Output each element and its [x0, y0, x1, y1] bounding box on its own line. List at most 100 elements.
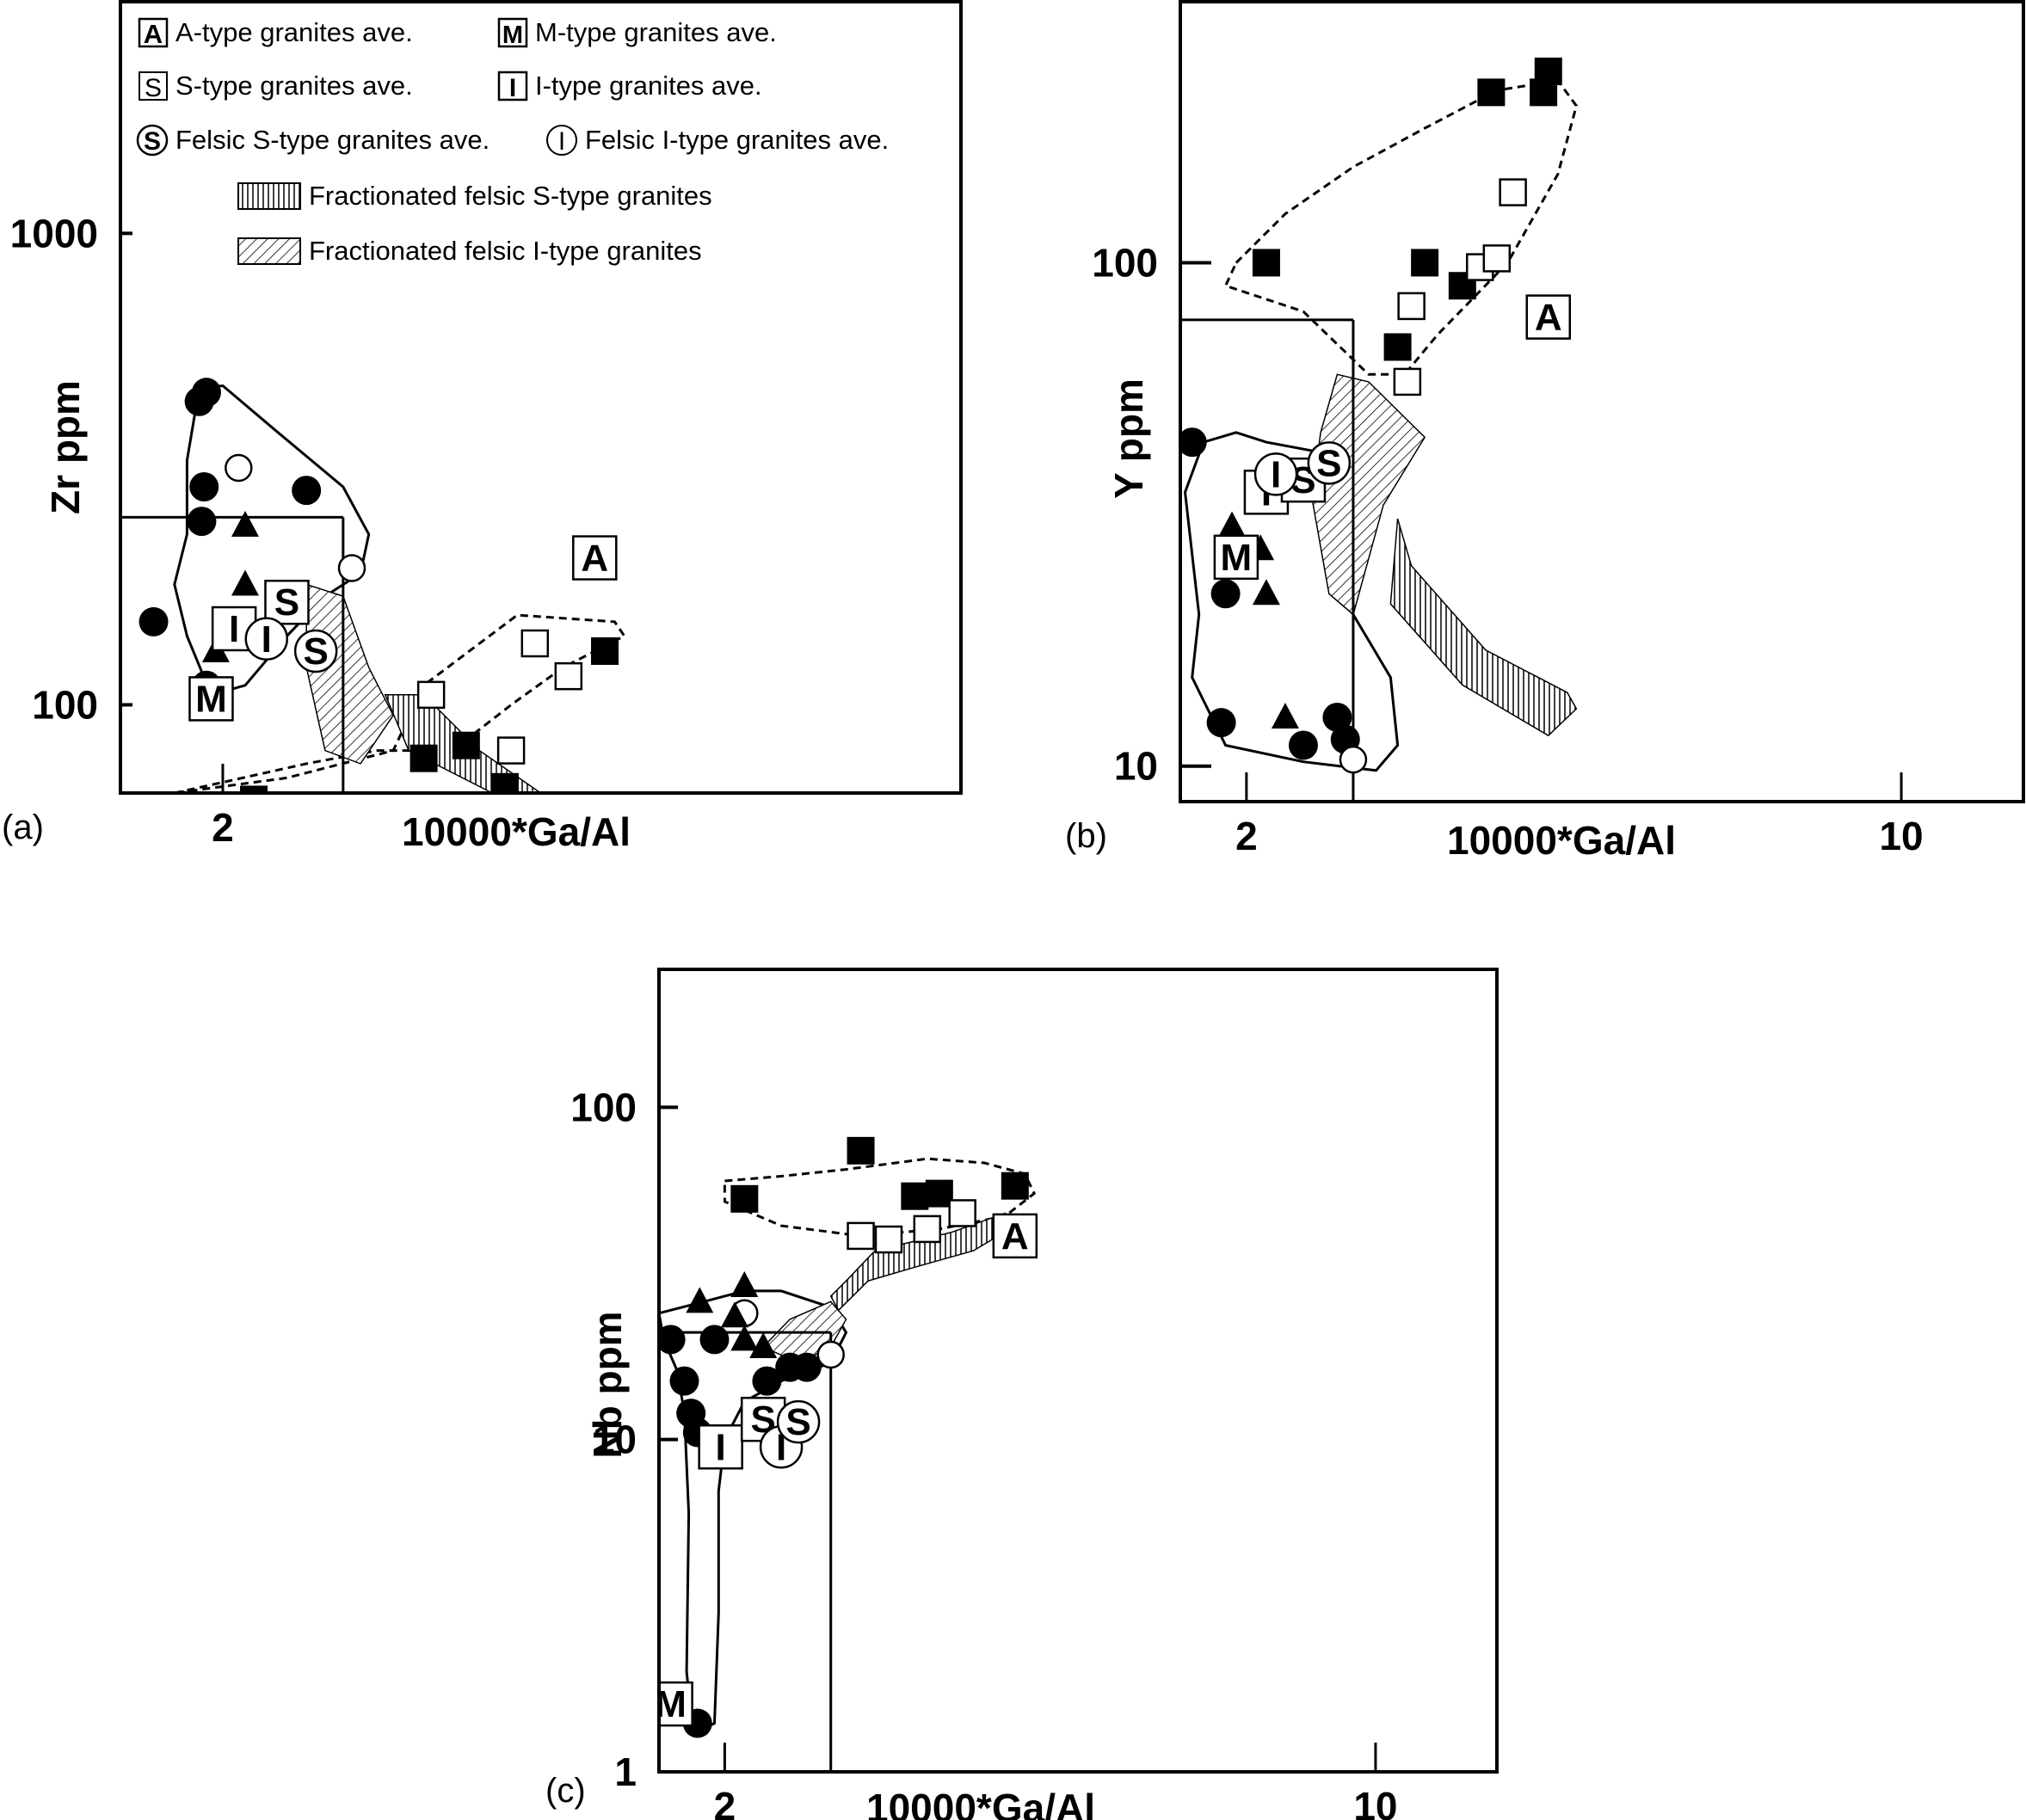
- y-tick-label: 10: [1114, 744, 1158, 789]
- data-point-open-square: [1482, 244, 1512, 273]
- y-axis-label: Zr ppm: [43, 380, 88, 514]
- data-point-filled-circle: [1288, 730, 1318, 760]
- average-label-text: M: [1221, 537, 1253, 579]
- average-label-text: S: [274, 581, 299, 624]
- average-label-box: [659, 1681, 693, 1727]
- average-label-circle: [244, 617, 289, 661]
- data-point-open-circle: [816, 1340, 845, 1369]
- average-label-box: [188, 676, 234, 722]
- plot-frame: [1179, 0, 2025, 803]
- svg-text:A: A: [144, 19, 163, 48]
- x-tick-label: 2: [714, 1784, 736, 1820]
- data-point-filled-triangle: [686, 1287, 714, 1313]
- data-point-filled-square: [1477, 78, 1506, 107]
- average-label-text: I: [262, 618, 272, 661]
- felsic-s-glyph-icon: S: [136, 124, 169, 157]
- legend-item-frac-s: Fractionated felsic S-type granites: [237, 181, 712, 212]
- svg-text:I: I: [558, 127, 565, 156]
- x-tick-label: 2: [212, 805, 234, 850]
- x-tick-label: 10: [1879, 814, 1923, 858]
- data-point-filled-circle: [1210, 579, 1241, 609]
- average-label-text: I: [229, 608, 239, 650]
- data-point-filled-circle: [189, 472, 219, 502]
- average-label-text: A: [1535, 297, 1562, 339]
- legend-item-m-type: M M-type granites ave.: [497, 17, 777, 48]
- average-label-text: I: [716, 1426, 726, 1468]
- data-point-open-square: [1397, 292, 1426, 321]
- region-diag: [305, 583, 394, 765]
- data-point-filled-triangle: [730, 1271, 759, 1298]
- data-point-filled-circle: [187, 507, 217, 537]
- average-label-box: [1213, 534, 1259, 581]
- data-point-filled-triangle: [1218, 511, 1247, 538]
- data-point-open-square: [496, 736, 526, 765]
- data-point-filled-circle: [139, 606, 169, 636]
- data-point-filled-circle: [1206, 708, 1236, 738]
- data-point-filled-circle: [1180, 427, 1207, 458]
- x-tick-label: 10: [1353, 1784, 1397, 1820]
- average-label-text: A: [581, 538, 608, 580]
- region-dashed: [723, 1157, 1037, 1238]
- chart-y-vs-ga-al: AMISIS1010021010000*Ga/AlY ppm: [1092, 0, 2025, 863]
- average-label-circle: [1253, 452, 1298, 496]
- data-point-filled-triangle: [721, 1301, 749, 1328]
- legend-item-s-type: S S-type granites ave.: [138, 71, 413, 101]
- data-point-open-square: [520, 629, 550, 658]
- data-point-filled-circle: [292, 476, 322, 506]
- data-point-filled-circle: [791, 1352, 822, 1382]
- vertical-hatch-swatch-icon: [237, 182, 301, 210]
- x-axis-label: 10000*Ga/Al: [402, 809, 631, 854]
- average-label-text: S: [785, 1401, 810, 1443]
- average-label-circle: [1307, 441, 1352, 485]
- data-point-filled-circle: [752, 1366, 782, 1396]
- svg-text:M: M: [502, 22, 523, 48]
- y-axis-label: Nb ppm: [585, 1311, 630, 1458]
- data-point-open-square: [874, 1225, 903, 1254]
- data-point-filled-circle: [659, 1325, 686, 1355]
- data-point-filled-square: [1001, 1171, 1029, 1200]
- y-tick-label: 10: [593, 1417, 637, 1462]
- y-tick-label: 1: [614, 1749, 637, 1794]
- data-point-filled-square: [730, 1184, 759, 1213]
- legend-item-felsic-s: S Felsic S-type granites ave.: [136, 124, 490, 157]
- panel-label-c: (c): [545, 1772, 586, 1810]
- average-label-text: I: [1271, 453, 1281, 495]
- data-point-filled-circle: [699, 1325, 730, 1355]
- legend-label: Fractionated felsic S-type granites: [309, 181, 712, 211]
- average-label-text: M: [195, 678, 227, 720]
- panel-label-b: (b): [1065, 817, 1107, 855]
- region-dashed: [1223, 79, 1579, 376]
- average-label-text: S: [303, 630, 328, 673]
- data-point-filled-triangle: [749, 1331, 778, 1358]
- average-label-text: M: [655, 1683, 687, 1725]
- legend-label: S-type granites ave.: [176, 71, 413, 101]
- data-point-open-circle: [225, 453, 253, 483]
- average-label-circle: [293, 629, 338, 673]
- y-tick-label: 100: [1092, 240, 1158, 285]
- average-label-text: S: [1316, 442, 1341, 484]
- legend-item-a-type: A A-type granites ave.: [138, 17, 413, 48]
- data-point-open-square: [554, 661, 583, 691]
- plot-frame: [119, 0, 963, 795]
- data-point-filled-square: [410, 744, 438, 772]
- m-type-glyph-icon: M: [497, 17, 528, 48]
- svg-text:I: I: [509, 74, 516, 101]
- legend-item-felsic-i: I Felsic I-type granites ave.: [545, 124, 889, 157]
- legend-label: Felsic S-type granites ave.: [176, 125, 490, 155]
- data-point-open-square: [847, 1221, 875, 1251]
- average-label-box: [698, 1424, 743, 1470]
- average-label-circle: [776, 1399, 821, 1444]
- legend-label: M-type granites ave.: [535, 17, 777, 47]
- a-type-glyph-icon: A: [138, 17, 169, 48]
- data-point-filled-square: [901, 1182, 929, 1210]
- x-axis-label: 10000*Ga/Al: [1447, 818, 1676, 863]
- data-point-filled-triangle: [231, 511, 259, 538]
- data-point-filled-square: [452, 731, 480, 759]
- data-point-filled-square: [1411, 249, 1439, 277]
- data-point-open-square: [913, 1214, 942, 1244]
- average-label-box: [992, 1213, 1038, 1259]
- data-point-open-square: [948, 1199, 976, 1227]
